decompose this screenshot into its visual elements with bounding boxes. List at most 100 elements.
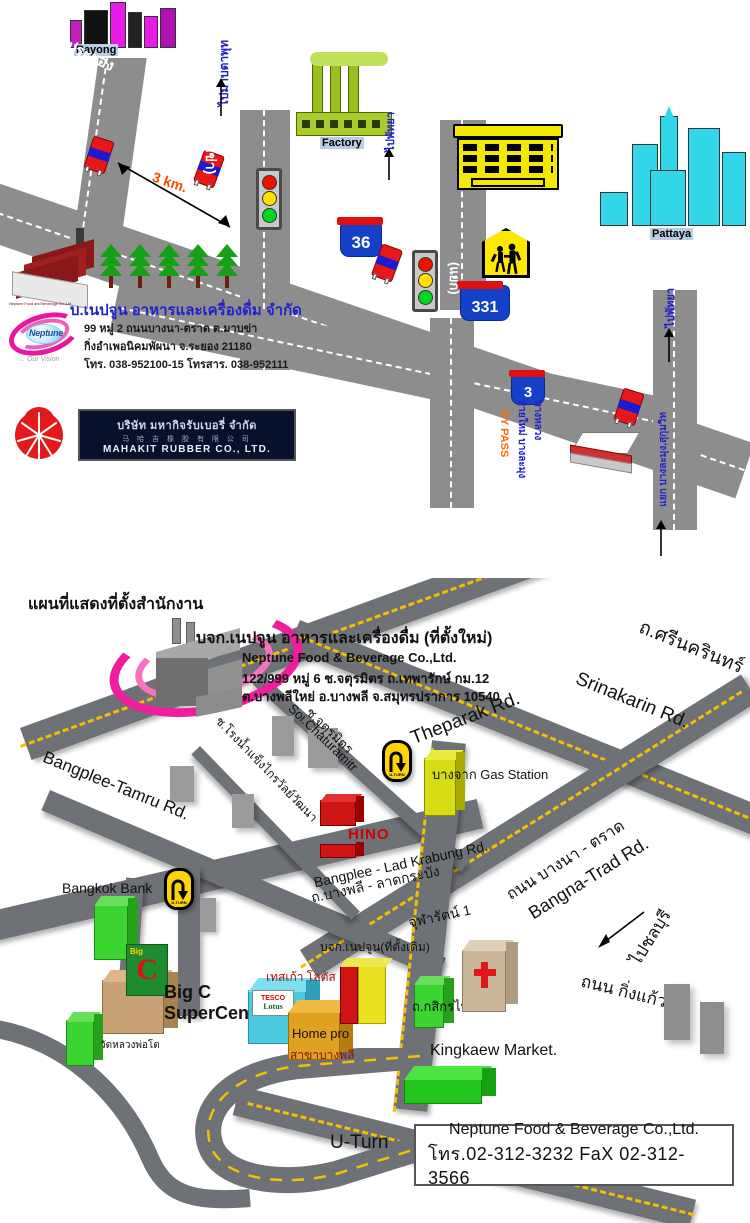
school-crossing-sign (482, 228, 530, 278)
place-label-homepro-branch: สาขาบางพลี (290, 1048, 355, 1062)
place-label-bigc: Big C SuperCenter (164, 982, 272, 1024)
place-label-bigc-line1: Big C (164, 982, 211, 1002)
tree-icon (214, 244, 240, 288)
road-label-junction: (แยก) (447, 262, 462, 295)
company-address-line-1: 99 หมู่ 2 ถนนบางนา-ตราด ต.มาบข่า (84, 323, 258, 335)
road-label-kingkaew: ถนน กิ่งแก้ว (579, 971, 669, 1012)
factory-smoke (310, 52, 388, 66)
hotel-window-row (463, 144, 553, 151)
company-name-en-bottom: Neptune Food & Beverage Co.,Ltd. (242, 650, 457, 665)
road-label-junction-mapkha: (แยกมาบข่า) (203, 96, 219, 175)
mahakit-signboard: บริษัท มหากิจรับเบอรี่ จำกัด 马 哈 吉 橡 胶 有… (78, 409, 296, 461)
tower-spire (664, 106, 674, 118)
pedestrian-children-icon (490, 243, 522, 275)
wat-building (66, 1012, 106, 1068)
road-southwest-curve (0, 1020, 251, 1209)
building-tower-grey (664, 984, 690, 1040)
hotel-entrance (471, 178, 545, 187)
uturn-arrow-icon (171, 879, 188, 900)
factory-window-row (302, 120, 386, 128)
uturn-sign[interactable]: U-TURN (164, 868, 194, 910)
neptune-logo: Neptune Food and Beverage Co.,Ltd Neptun… (3, 300, 85, 366)
factory-chimney (172, 618, 181, 644)
traffic-light-green (417, 290, 433, 306)
place-label-bangkok-bank: Bangkok Bank (62, 880, 153, 896)
traffic-light-yellow (261, 191, 277, 207)
hotel-window-row (463, 155, 553, 162)
tesco-signboard: TESCO Lotus (252, 990, 294, 1016)
road-bypass-spur-2 (653, 290, 697, 530)
highway-shield-331: 331 (457, 281, 509, 320)
place-label-tesco: เทสเก้า โลตัส (266, 970, 336, 984)
building-block-grey (232, 794, 254, 828)
neptune-logo-tagline: … Our Vision (18, 356, 60, 363)
building (84, 10, 108, 48)
direction-label-pattaya-1: ไปพัทยา (385, 112, 397, 152)
kingkaew-market-building (404, 1064, 508, 1110)
factory-chimney (348, 64, 359, 118)
place-label-bigc-line2: SuperCenter (164, 1003, 273, 1023)
place-label-uturn-bottom: U-Turn (330, 1132, 389, 1153)
building-block-grey (272, 716, 294, 756)
traffic-light (256, 168, 282, 230)
road-label-srinakarin-en: Srinakarin Rd. (572, 668, 693, 733)
warehouse-red-icon (10, 228, 104, 309)
bottom-map-panel: แผนที่แสดงที่ตั้งสำนักงาน บจก.เนปจูน อาห… (0, 578, 750, 1223)
building (160, 8, 176, 48)
uturn-arrow-icon (389, 751, 406, 772)
gas-station-building (424, 750, 465, 816)
factory-chimney (330, 60, 341, 118)
building (650, 170, 686, 226)
direction-arrow-up (664, 328, 674, 362)
company-address-line-2: กิ่งอำเพอนิคมพัผนา จ.ระยอง 21180 (84, 341, 252, 353)
company-address-line-2-bottom: ต.บางพลีใหย่ อ.บางพลี จ.สมุทรปราการ 1054… (242, 689, 500, 704)
tree-icon (127, 244, 153, 288)
direction-arrow-up (656, 520, 666, 556)
bigc-signboard: C Big (126, 944, 168, 996)
tree-icon (98, 244, 124, 288)
building-block-grey (200, 898, 216, 932)
tesco-green-text: Lotus (263, 1002, 283, 1011)
building (110, 2, 126, 48)
place-label-gas-station: บางจาก Gas Station (432, 767, 549, 782)
company-address-line-1-bottom: 122/999 หมู่ 6 ช.จตุรมิตร ถ.เทพารักษ์ กม… (242, 671, 490, 686)
traffic-light-red (417, 256, 433, 272)
bangkok-bank-building (94, 896, 140, 962)
top-map-panel: Rayong Pattaya Factory (0, 0, 750, 578)
city-label-factory: Factory (320, 137, 364, 149)
hotel-window-row (463, 166, 553, 173)
tree-icon (185, 244, 211, 288)
road-bypass-spur-1 (430, 318, 474, 508)
bigc-top-text: Big (130, 947, 143, 956)
footer-company-name: Neptune Food & Beverage Co.,Ltd. (449, 1121, 699, 1138)
bypass-label-en: BY PASS (498, 410, 510, 458)
mahakit-name-en: MAHAKIT RUBBER CO., LTD. (102, 443, 272, 455)
to-chonburi-arrow (598, 911, 645, 948)
direction-label-banglamung: แยก บางละมุง,สุกุมวิท (658, 412, 669, 507)
traffic-light-red (261, 174, 277, 190)
rayong-city-cluster (70, 2, 180, 48)
neptune-globe (26, 324, 62, 344)
uturn-sign-text: U-TURN (171, 900, 187, 905)
footer-contact-box: Neptune Food & Beverage Co.,Ltd. โทร.02-… (414, 1121, 734, 1188)
road-bypass-spur-1-centerline (450, 318, 452, 508)
company-address-line-3: โทร. 038-952100-15 โทรสาร. 038-952111 (84, 359, 289, 371)
red-cross-icon (474, 969, 496, 976)
hotel-building-icon (453, 124, 563, 190)
place-label-hino: HINO (348, 826, 390, 843)
building (128, 12, 142, 48)
bypass-label-th-2: สายใหม่ บางละมุง (516, 400, 527, 479)
building (722, 152, 746, 226)
uturn-sign[interactable]: U-TURN (382, 740, 412, 782)
road-label-srinakarin-th: ถ.ศรีนครินทร์ (635, 616, 747, 678)
kasikorn-building (414, 976, 460, 1034)
neptune-wordmark: Neptune (29, 328, 63, 338)
uturn-loop-road (195, 1048, 436, 1194)
building (688, 128, 720, 226)
traffic-light-yellow (417, 273, 433, 289)
pattaya-city-cluster (600, 106, 746, 226)
place-label-kingkaew-market: Kingkaew Market. (430, 1042, 558, 1059)
mahakit-name-th: บริษัท มหากิจรับเบอรี่ จำกัด (117, 419, 257, 432)
direction-arrow-up (216, 78, 226, 116)
traffic-light (412, 250, 438, 312)
